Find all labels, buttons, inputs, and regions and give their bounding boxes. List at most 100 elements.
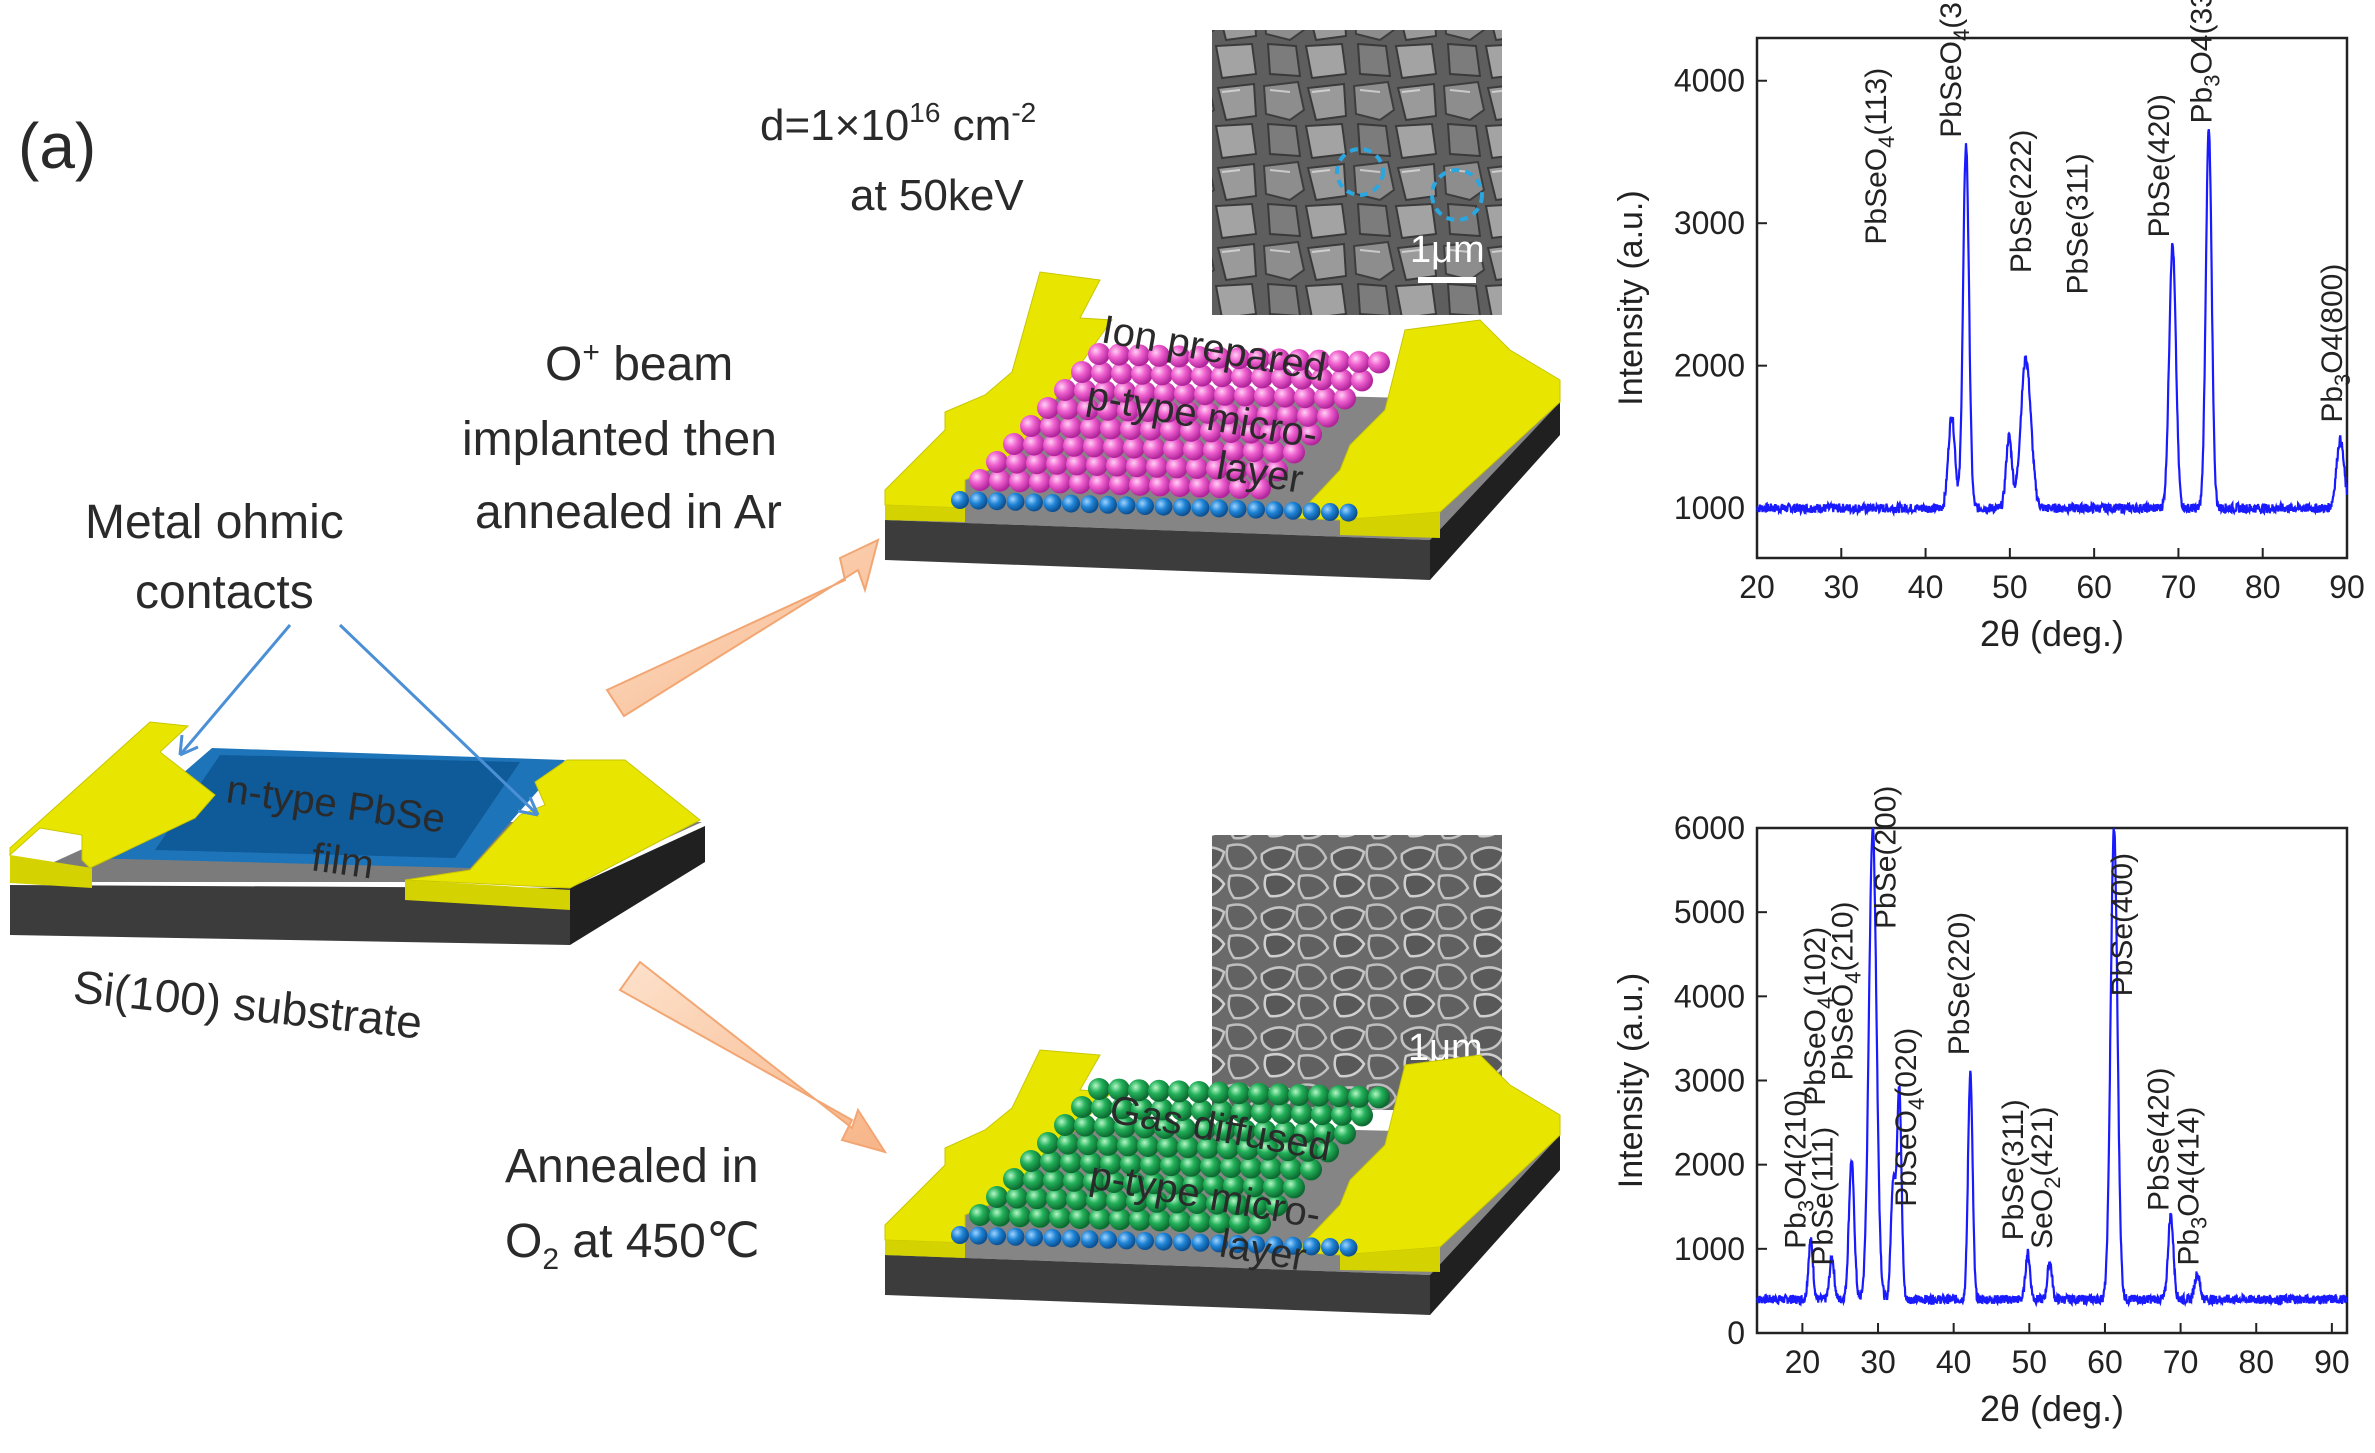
substrate-ball [1062, 1229, 1080, 1248]
microlayer-ball [1229, 476, 1251, 499]
microlayer-ball [1268, 1083, 1290, 1106]
microlayer-ball [1089, 1207, 1111, 1230]
x-tick-label: 30 [1860, 1344, 1896, 1380]
microlayer-ball [1211, 365, 1233, 388]
peak-label: PbSeO4(102) [1799, 927, 1838, 1106]
microlayer-ball [1131, 362, 1153, 385]
microlayer-ball [1154, 1117, 1176, 1139]
microlayer-ball [1054, 379, 1076, 401]
bottom-device [884, 1049, 1561, 1315]
microlayer-ball [1249, 477, 1271, 500]
substrate-ball [1321, 503, 1339, 521]
microlayer-ball [1043, 1169, 1065, 1192]
base-contact-left-front [10, 855, 92, 888]
microlayer-ball [1300, 423, 1322, 446]
microlayer-ball [1083, 435, 1105, 458]
bottom-microlayer-balls [951, 1078, 1390, 1257]
microlayer-ball [1148, 344, 1170, 367]
x-tick-label: 90 [2329, 569, 2365, 605]
microlayer-ball [1194, 1118, 1216, 1141]
top-device [884, 271, 1561, 580]
microlayer-ball [1214, 383, 1236, 406]
microlayer-ball [1180, 1154, 1202, 1177]
microlayer-ball [1149, 1209, 1171, 1232]
microlayer-ball [1057, 1132, 1079, 1155]
microlayer-ball [1123, 1171, 1145, 1194]
panel-label: (a) [18, 110, 96, 182]
substrate-ball [1117, 496, 1136, 515]
substrate-ball [1302, 502, 1321, 521]
microlayer-ball [1026, 1187, 1048, 1210]
substrate-ball [988, 492, 1006, 511]
sem-scalebar-top [1418, 277, 1476, 283]
microlayer-ball [1171, 1099, 1193, 1121]
substrate-ball [951, 1226, 969, 1244]
microlayer-ball [1200, 1155, 1222, 1178]
film-label-line2: film [309, 835, 377, 887]
microlayer-ball [1134, 381, 1156, 404]
peak-label: PbSe(222) [2005, 130, 2038, 273]
y-tick-label: 2000 [1674, 1147, 1745, 1183]
microlayer-ball [1186, 457, 1208, 479]
microlayer-ball [1251, 1101, 1273, 1124]
route-top-line2: implanted then [462, 413, 777, 466]
xrd-spectrum-line [1756, 129, 2349, 517]
microlayer-ball [1260, 1157, 1282, 1180]
microlayer-ball [1274, 1120, 1296, 1143]
microlayer-ball [1160, 419, 1182, 442]
microlayer-ball [1203, 1174, 1225, 1196]
microlayer-ball [1188, 346, 1210, 368]
substrate-ball [1043, 494, 1062, 512]
microlayer-ball [1220, 421, 1242, 443]
substrate-ball [1154, 497, 1173, 516]
microlayer-ball [1228, 1082, 1250, 1105]
microlayer-ball [1046, 452, 1068, 475]
substrate-ball [1210, 1234, 1228, 1253]
microlayer-ball [1023, 1168, 1045, 1191]
microlayer-ball [1206, 1192, 1228, 1215]
microlayer-ball [1217, 1137, 1239, 1160]
substrate-ball [1321, 1238, 1339, 1256]
microlayer-ball [1006, 1186, 1028, 1209]
x-tick-label: 60 [2087, 1344, 2123, 1380]
substrate-ball [1062, 494, 1080, 513]
microlayer-ball [1266, 1194, 1288, 1217]
microlayer-ball [1088, 1078, 1110, 1100]
contacts-label-line2: contacts [135, 566, 314, 619]
microlayer-ball [1120, 1153, 1142, 1175]
microlayer-ball [1291, 367, 1313, 390]
microlayer-ball [1054, 1114, 1076, 1136]
microlayer-ball [1209, 1211, 1231, 1234]
microlayer-ball [1263, 1175, 1285, 1198]
microlayer-ball [1040, 1150, 1062, 1173]
microlayer-ball [1060, 1151, 1082, 1174]
base-device [9, 721, 705, 945]
xrd-spectrum-line [1756, 827, 2348, 1308]
x-tick-label: 50 [2012, 1344, 2048, 1380]
plot-frame [1755, 36, 2349, 560]
microlayer-ball [1234, 1119, 1256, 1142]
microlayer-ball [1049, 471, 1071, 494]
microlayer-ball [1046, 1187, 1068, 1210]
microlayer-ball [1094, 1115, 1116, 1138]
microlayer-ball [1288, 349, 1310, 371]
substrate-ball [1025, 493, 1043, 512]
microlayer-ball [1086, 1189, 1108, 1211]
microlayer-ball [1331, 1103, 1353, 1126]
substrate-ball [1006, 492, 1025, 511]
microlayer-ball [1191, 1099, 1213, 1122]
substrate-ball [1173, 498, 1191, 517]
microlayer-ball [1111, 362, 1133, 385]
microlayer-ball [989, 469, 1011, 492]
microlayer-ball [1143, 437, 1165, 460]
microlayer-ball [1151, 363, 1173, 386]
microlayer-ball [1106, 1189, 1128, 1212]
microlayer-ball [1194, 383, 1216, 406]
substrate-ball [1210, 499, 1228, 518]
microlayer-ball [1240, 421, 1262, 444]
microlayer-ball [1097, 398, 1119, 421]
peak-label: PbSe(111) [1807, 1127, 1840, 1266]
base-contact-right [404, 759, 701, 889]
microlayer-ball [1294, 386, 1316, 409]
substrate-ball [1191, 1233, 1210, 1252]
